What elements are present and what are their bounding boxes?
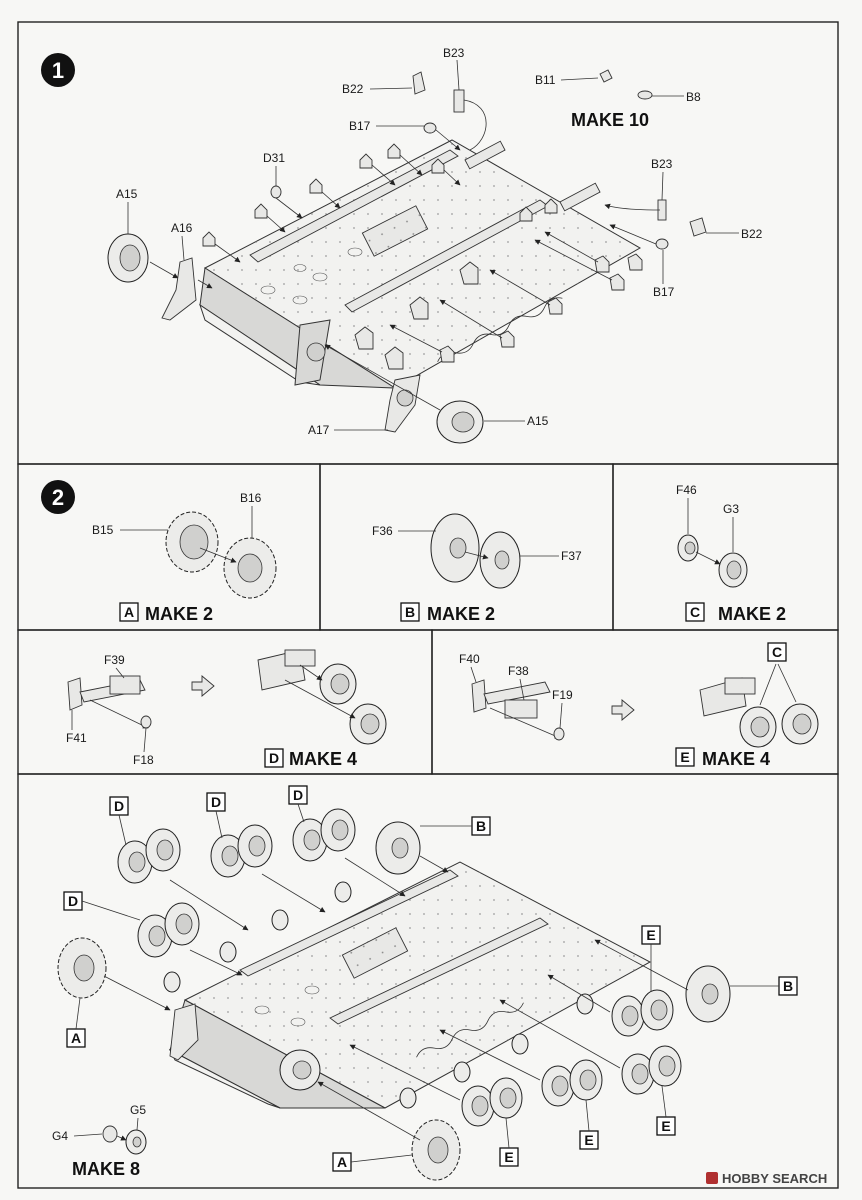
step3-panel: [17, 773, 839, 1189]
idler-f36-f37: F36 F37: [372, 513, 582, 589]
svg-text:E: E: [661, 1118, 670, 1134]
svg-text:2: 2: [52, 485, 64, 510]
step3-d-bogies: [117, 808, 406, 993]
svg-text:F40: F40: [459, 652, 480, 666]
b22-b23-b17-top-parts: [412, 71, 487, 151]
svg-text:B16: B16: [240, 491, 262, 505]
svg-text:D: D: [114, 798, 124, 814]
svg-text:A15: A15: [116, 187, 138, 201]
g4-g5-make8: G4 G5 MAKE 8: [52, 1103, 147, 1179]
svg-text:G4: G4: [52, 1129, 68, 1143]
svg-text:1: 1: [52, 58, 64, 83]
svg-text:E: E: [584, 1132, 593, 1148]
svg-text:D31: D31: [263, 151, 285, 165]
svg-text:B: B: [405, 604, 415, 620]
svg-text:B: B: [476, 818, 486, 834]
svg-text:B15: B15: [92, 523, 114, 537]
step1-badge: 1: [41, 53, 75, 87]
svg-text:A: A: [124, 604, 134, 620]
svg-text:F18: F18: [133, 753, 154, 767]
sub-b-make: B MAKE 2: [400, 602, 495, 624]
svg-text:F19: F19: [552, 688, 573, 702]
svg-text:B17: B17: [653, 285, 675, 299]
svg-text:E: E: [504, 1149, 513, 1165]
b23-b22-b17-right-parts: [604, 199, 707, 250]
sub-e-make: E MAKE 4: [675, 747, 770, 769]
svg-text:A: A: [71, 1030, 81, 1046]
svg-text:C: C: [772, 644, 782, 660]
sub-d-make: D MAKE 4: [264, 748, 357, 769]
svg-text:E: E: [646, 927, 655, 943]
make-10-text: MAKE 10: [571, 110, 649, 130]
a15-bottom-part: [324, 344, 484, 444]
bogie-e-assembled: C: [699, 642, 819, 748]
sub-c-make: C MAKE 2: [685, 602, 786, 624]
svg-text:D: D: [211, 794, 221, 810]
svg-text:MAKE 4: MAKE 4: [702, 749, 770, 769]
svg-text:B11: B11: [535, 73, 556, 87]
watermark: HOBBY SEARCH: [706, 1171, 827, 1186]
sprocket-b15-b16: B15 B16: [92, 491, 277, 599]
svg-text:F46: F46: [676, 483, 697, 497]
svg-text:E: E: [680, 749, 689, 765]
svg-text:A16: A16: [171, 221, 193, 235]
svg-text:MAKE 2: MAKE 2: [145, 604, 213, 624]
svg-text:A: A: [337, 1154, 347, 1170]
hull-step3: [168, 861, 652, 1109]
svg-text:MAKE 4: MAKE 4: [289, 749, 357, 769]
svg-text:D: D: [269, 750, 279, 766]
bogie-d-parts: F39 F41 F18: [66, 653, 215, 767]
suspension-mounts-step1: [202, 143, 643, 370]
svg-text:MAKE 2: MAKE 2: [427, 604, 495, 624]
svg-text:B: B: [783, 978, 793, 994]
svg-text:F38: F38: [508, 664, 529, 678]
step3-callouts: D D D D B B E E E E A A: [63, 785, 798, 1172]
svg-text:D: D: [293, 787, 303, 803]
step3-sprockets: [57, 937, 461, 1181]
svg-text:MAKE 2: MAKE 2: [718, 604, 786, 624]
svg-text:F37: F37: [561, 549, 582, 563]
step3-idlers: [375, 821, 731, 1023]
svg-text:D: D: [68, 893, 78, 909]
roller-f46-g3: F46 G3: [676, 483, 748, 588]
a15-left-part: [107, 233, 179, 283]
svg-text:B22: B22: [741, 227, 763, 241]
bogie-e-parts: F40 F38 F19: [459, 652, 635, 741]
svg-text:C: C: [690, 604, 700, 620]
svg-text:B22: B22: [342, 82, 364, 96]
svg-text:B23: B23: [651, 157, 673, 171]
svg-text:B17: B17: [349, 119, 371, 133]
a16-part: [161, 257, 213, 321]
svg-text:G5: G5: [130, 1103, 146, 1117]
svg-text:A17: A17: [308, 423, 330, 437]
sub-a-make: A MAKE 2: [119, 602, 213, 624]
svg-text:G3: G3: [723, 502, 739, 516]
svg-text:HOBBY SEARCH: HOBBY SEARCH: [722, 1171, 827, 1186]
svg-text:A15: A15: [527, 414, 549, 428]
svg-text:MAKE 8: MAKE 8: [72, 1159, 140, 1179]
hull-step1: [199, 139, 642, 389]
svg-text:F36: F36: [372, 524, 393, 538]
svg-text:B8: B8: [686, 90, 701, 104]
step1-labels: B23 B22 B17 B11 B8 MAKE 10 D31 A15 A16 B…: [116, 46, 763, 437]
b11-b8-parts: [599, 69, 653, 100]
svg-text:B23: B23: [443, 46, 465, 60]
svg-text:F39: F39: [104, 653, 125, 667]
a17-part: [384, 374, 421, 433]
step2-badge: 2: [41, 480, 75, 514]
bogie-d-assembled: [257, 649, 387, 745]
svg-text:F41: F41: [66, 731, 87, 745]
